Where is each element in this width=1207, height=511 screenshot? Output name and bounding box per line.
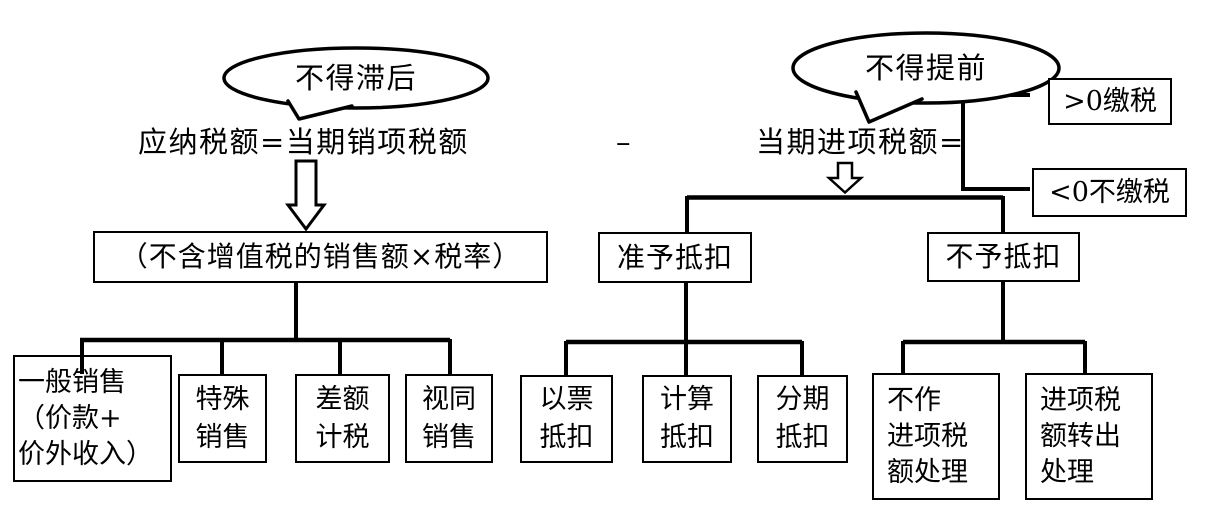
box-input-transfer-out: 进项税 额转出 处理 bbox=[1025, 373, 1153, 500]
credit-denied-tree-connectors bbox=[901, 281, 1087, 376]
box-no-pay-tax: <0不缴税 bbox=[1032, 168, 1187, 217]
input-tax-formula: 当期进项税额= bbox=[756, 125, 965, 159]
speech-bubble-right-shape bbox=[791, 31, 1061, 124]
input-tax-tree-connectors bbox=[685, 195, 1005, 233]
box-invoice-credit: 以票 抵扣 bbox=[520, 375, 613, 463]
box-difference-tax: 差额 计税 bbox=[295, 374, 390, 463]
box-sales-formula: （不含增值税的销售额×税率） bbox=[93, 231, 548, 283]
box-special-sales: 特殊 销售 bbox=[178, 374, 267, 463]
box-calculated-credit: 计算 抵扣 bbox=[642, 375, 732, 463]
box-credit-denied: 不予抵扣 bbox=[927, 232, 1080, 282]
bubble-right-label: 不得提前 bbox=[864, 51, 987, 85]
output-tax-formula: 应纳税额=当期销项税额 bbox=[138, 125, 469, 159]
bubble-left-label: 不得滞后 bbox=[294, 61, 417, 95]
down-arrow-icon bbox=[825, 161, 865, 195]
box-pay-tax: >0缴税 bbox=[1048, 78, 1172, 125]
box-credit-allowed: 准予抵扣 bbox=[598, 232, 752, 283]
credit-allowed-tree-connectors bbox=[564, 282, 804, 378]
box-deemed-sales: 视同 销售 bbox=[405, 374, 493, 463]
minus-operator: – bbox=[616, 125, 632, 159]
down-arrow-icon bbox=[285, 159, 327, 232]
bubble-tail bbox=[854, 90, 924, 124]
box-installment-credit: 分期 抵扣 bbox=[757, 375, 848, 463]
box-no-input-treatment: 不作 进项税 额处理 bbox=[872, 373, 1000, 500]
bubble-tail bbox=[286, 99, 354, 121]
speech-bubble-left-shape bbox=[222, 46, 490, 121]
sales-tree-connectors bbox=[80, 283, 452, 376]
box-general-sales: 一般销售 （价款+ 价外收入） bbox=[13, 355, 172, 482]
